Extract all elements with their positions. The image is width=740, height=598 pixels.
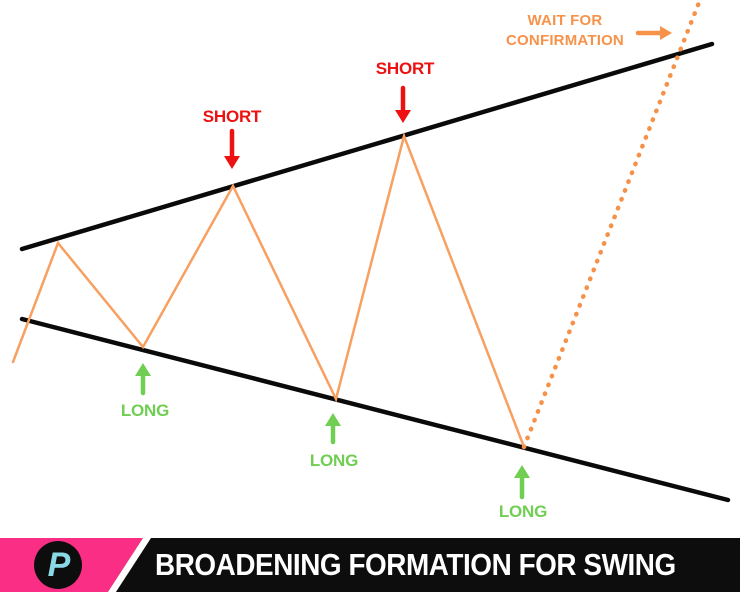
short-label-1: SHORT	[202, 107, 262, 126]
long-label-3: LONG	[498, 502, 548, 521]
short-arrow-1-head	[224, 156, 240, 169]
logo-letter: P	[47, 546, 71, 584]
breakout-dotted-line	[521, 0, 703, 450]
price-zigzag-line	[11, 131, 526, 449]
confirmation-line-2: CONFIRMATION	[506, 32, 624, 49]
short-arrow-2-head	[395, 110, 411, 123]
page-title: BROADENING FORMATION FOR SWING	[155, 547, 676, 582]
long-arrow-3-head	[514, 465, 530, 478]
pattern-chart	[11, 0, 731, 503]
long-arrow-2-head	[325, 413, 341, 426]
lower-trendline	[19, 316, 731, 503]
brand-logo: P	[34, 541, 82, 589]
title-banner: P BROADENING FORMATION FOR SWING	[0, 538, 740, 592]
confirmation-line-1: WAIT FOR	[527, 12, 603, 29]
long-label-2: LONG	[309, 451, 359, 470]
short-label-2: SHORT	[375, 59, 435, 78]
upper-trendline	[19, 41, 715, 252]
long-arrow-1-head	[135, 363, 151, 376]
wait-for-confirmation-label: WAIT FOR CONFIRMATION	[506, 11, 624, 51]
long-label-1: LONG	[120, 401, 170, 420]
confirmation-arrow-head	[660, 26, 672, 40]
